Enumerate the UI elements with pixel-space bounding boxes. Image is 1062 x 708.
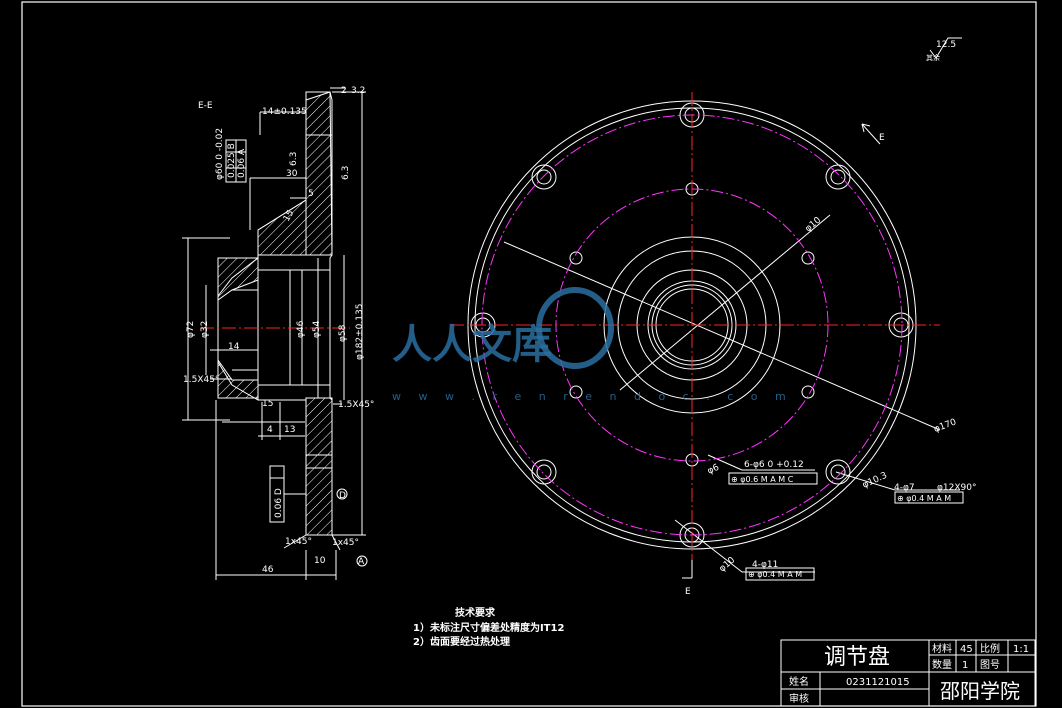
dim-15-top: 15 xyxy=(282,209,296,224)
dim-15: 15 xyxy=(262,399,273,409)
tech-req-line1: 1）未标注尺寸偏差处精度为IT12 xyxy=(413,621,564,634)
dim-width-14: 14±0.135 xyxy=(262,107,307,117)
title-block xyxy=(780,639,1036,707)
title-student-id: 0231121015 xyxy=(846,677,910,688)
dim-chamfer-1b: 1x45° xyxy=(332,538,359,548)
dim-chamfer-15b: 1.5X45° xyxy=(338,400,374,410)
tol-parallel: 0.06 D xyxy=(274,488,284,518)
watermark-url: w w w . r e n r e n d o c . c o m xyxy=(392,390,793,403)
plan-fcf6: ⊕ φ0.6 M A M C xyxy=(731,475,794,484)
dim-30: 30 xyxy=(286,169,298,179)
section-hatch-flange xyxy=(305,91,333,256)
plan-holes6: 6-φ6 0 +0.12 xyxy=(744,460,804,470)
watermark-brand: 人人文库 xyxy=(392,322,552,368)
dim-d54: φ54 xyxy=(312,320,322,338)
title-name-label: 姓名 xyxy=(789,675,809,688)
plan-dim-d10-top: φ10 xyxy=(804,215,824,234)
plan-dim-d103: φ10.3 xyxy=(861,471,889,491)
plan-dim-d10-bottom: φ10 xyxy=(718,555,738,574)
dim-d46: φ46 xyxy=(296,320,306,338)
dim-d58: φ58 xyxy=(338,324,348,342)
fcf11-box xyxy=(745,567,815,581)
dim-chamfer-15a: 1.5X45° xyxy=(183,375,219,385)
dim-4: 4 xyxy=(267,425,273,435)
datum-a-circle xyxy=(356,555,368,567)
section-hatch-flange-bottom xyxy=(305,397,333,536)
title-qty-label: 数量 xyxy=(932,658,952,671)
tol-roundness: 0.025 B xyxy=(227,143,237,178)
dim-top-width: 3.2 xyxy=(351,86,365,96)
title-qty: 1 xyxy=(962,660,968,671)
dim-d72: φ72 xyxy=(186,321,196,338)
plan-holes4-7: 4-φ7 xyxy=(894,483,915,493)
dim-5: 5 xyxy=(308,189,314,199)
section-hatch-hub-left xyxy=(217,257,259,301)
surface-finish-symbol xyxy=(929,37,962,59)
datum-d: D xyxy=(339,491,346,501)
surface-finish-note: 其余 xyxy=(926,53,940,62)
tech-req-title: 技术要求 xyxy=(455,606,496,619)
dim-top-chamfer: 2 xyxy=(341,86,347,96)
title-material: 45 xyxy=(960,644,973,655)
title-school: 邵阳学院 xyxy=(940,679,1020,703)
title-material-label: 材料 xyxy=(932,642,952,655)
dim-d32: φ32 xyxy=(200,321,210,338)
dim-chamfer-1a: 1x45° xyxy=(285,537,312,547)
dim-d182: φ182±0.135 xyxy=(355,304,365,360)
datum-d-circle xyxy=(336,488,348,500)
sheet-border xyxy=(21,1,1037,707)
section-view xyxy=(182,87,368,580)
tol-runout: 0.06 A xyxy=(237,148,247,178)
tech-req-line2: 2）齿面要经过热处理 xyxy=(413,635,510,648)
view-arrow-top: E xyxy=(879,133,885,143)
dim-46: 46 xyxy=(262,565,274,575)
section-hatch-hub-top xyxy=(257,199,307,256)
rough-63b: 6.3 xyxy=(341,166,351,180)
title-drawing-no-label: 图号 xyxy=(980,659,1000,671)
plan-fcf7: ⊕ φ0.4 M A M xyxy=(897,494,951,503)
plan-dim-d170: φ170 xyxy=(933,417,958,434)
dim-13: 13 xyxy=(284,425,295,435)
dim-d60: φ60 0 -0.02 xyxy=(215,128,225,180)
plan-fcf11: ⊕ φ0.4 M A M xyxy=(748,570,802,579)
dim-10: 10 xyxy=(314,556,326,566)
fcf-runout xyxy=(235,139,247,183)
plan-holes4-11: 4-φ11 xyxy=(752,560,778,570)
plan-dim-d12: φ12X90° xyxy=(937,483,977,493)
title-scale: 1:1 xyxy=(1013,644,1029,655)
rough-63a: 6.3 xyxy=(289,152,299,166)
fcf7-box xyxy=(894,491,964,504)
title-review-label: 审核 xyxy=(789,692,809,705)
watermark: 人人文库 w w w . r e n r e n d o c . c o m xyxy=(392,287,793,403)
view-arrow-bottom: E xyxy=(685,587,691,597)
surface-finish-value: 12.5 xyxy=(936,40,956,50)
dim-14: 14 xyxy=(228,342,240,352)
title-part-name: 调节盘 xyxy=(824,645,890,670)
datum-a: A xyxy=(358,557,365,567)
title-scale-label: 比例 xyxy=(980,642,1000,655)
plan-dim-d6: φ6 xyxy=(706,463,721,477)
watermark-logo-ring xyxy=(536,287,614,369)
section-label: E-E xyxy=(198,101,213,111)
fcf6-box xyxy=(728,472,818,485)
